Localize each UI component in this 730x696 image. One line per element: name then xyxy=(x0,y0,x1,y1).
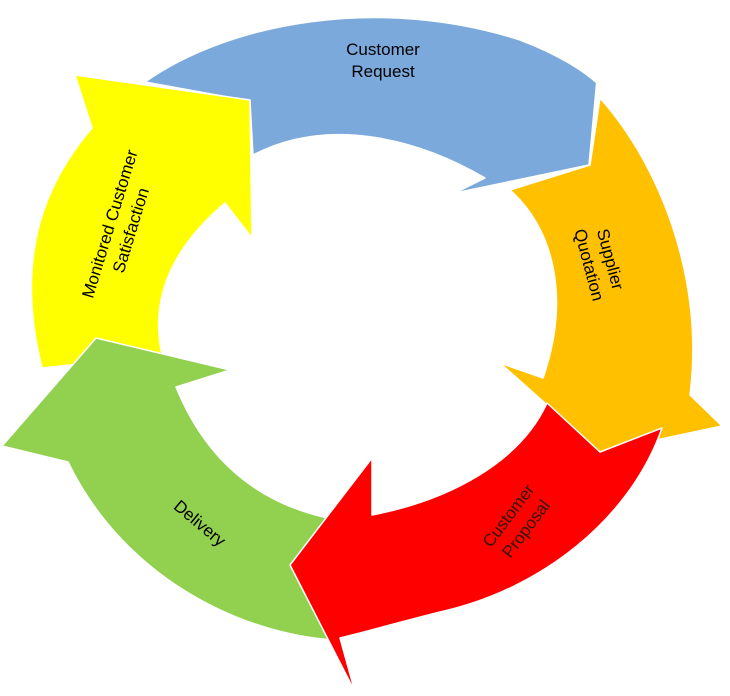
arrow-customer-request xyxy=(144,16,602,194)
arrow-supplier-quotation xyxy=(499,97,723,453)
arrow-customer-proposal xyxy=(289,402,663,693)
label-line: Request xyxy=(351,62,415,81)
arrow-monitored-customer-satisfaction xyxy=(30,74,253,369)
arrow-delivery xyxy=(1,337,339,641)
label-line: Customer xyxy=(346,40,420,59)
